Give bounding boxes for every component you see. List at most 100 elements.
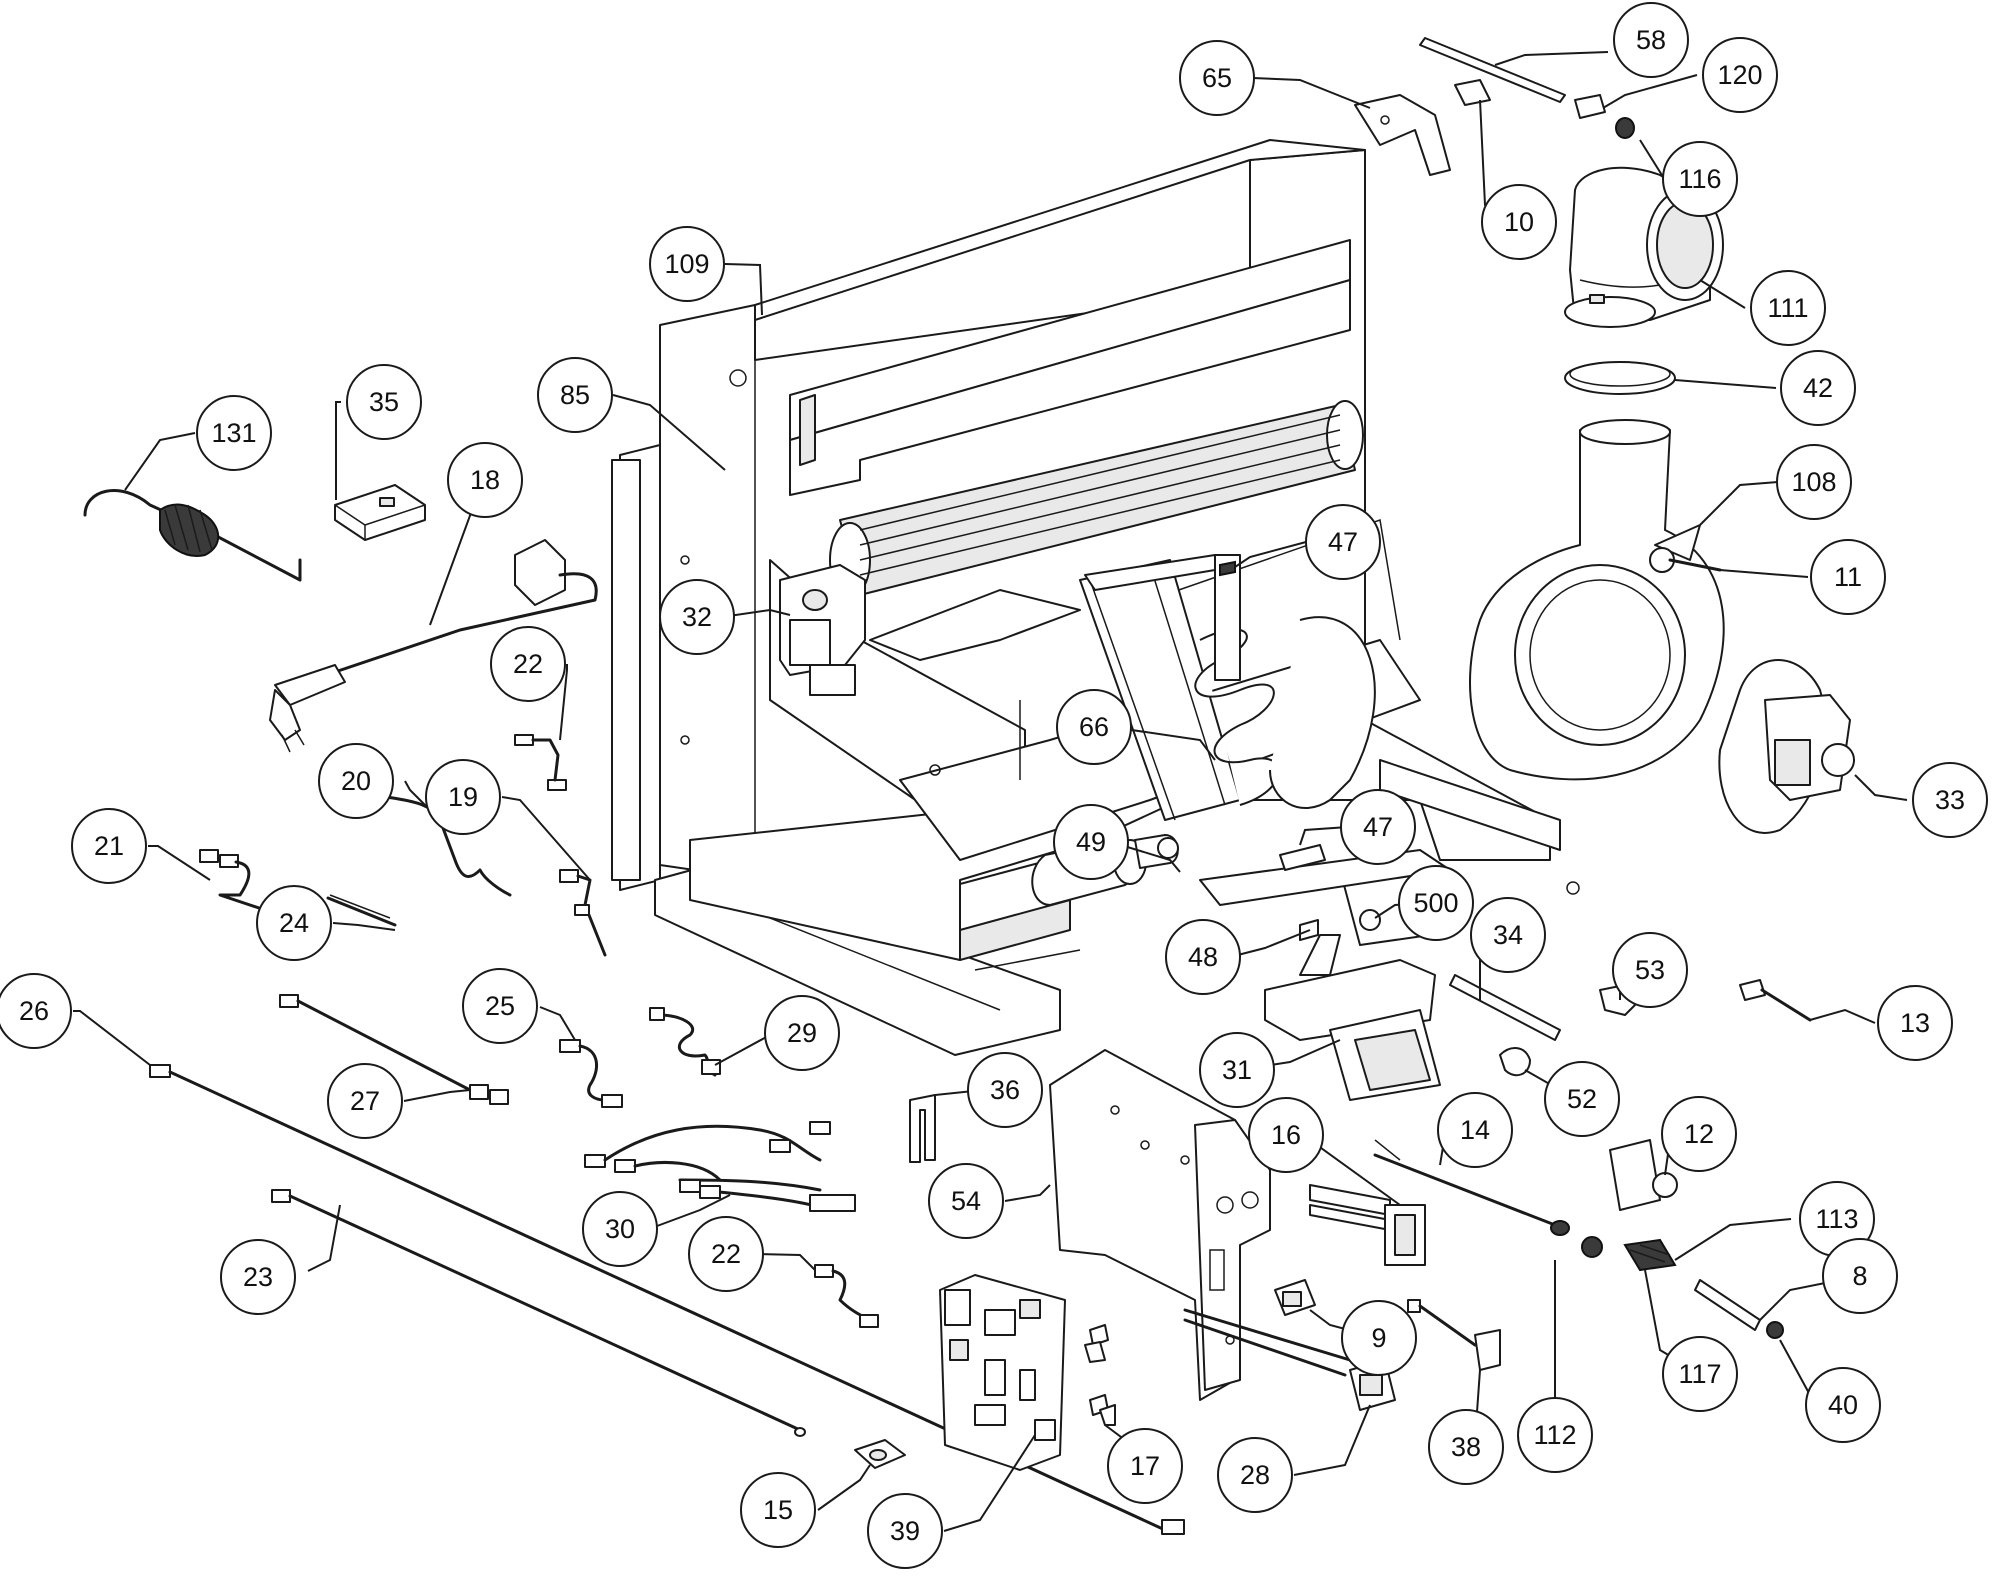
callout-number: 29 (787, 1018, 817, 1048)
callout-31: 31 (1199, 1032, 1275, 1108)
auger-gear-motor (1264, 934, 1441, 1101)
callout-number: 47 (1363, 812, 1393, 842)
callout-circle (1107, 1428, 1183, 1504)
callout-number: 32 (682, 602, 712, 632)
fan-motor (779, 564, 866, 696)
sensor-lead (1407, 1299, 1501, 1371)
callout-number: 116 (1678, 164, 1721, 194)
callout-number: 109 (664, 249, 709, 279)
callout-circle (1179, 40, 1255, 116)
callout-circle (1248, 1097, 1324, 1173)
probe (1373, 1139, 1570, 1236)
auger-screw (1079, 554, 1376, 821)
callout-circle (1056, 689, 1132, 765)
callout-circle (764, 995, 840, 1071)
parts-drawing (83, 37, 1855, 1535)
callout-circle (1612, 932, 1688, 1008)
seal-ring (1564, 361, 1676, 395)
callout-circle (1912, 762, 1988, 838)
callout-number: 65 (1202, 63, 1232, 93)
callout-circle (659, 579, 735, 655)
callout-9: 9 (1341, 1300, 1417, 1376)
callout-30: 30 (582, 1191, 658, 1267)
callout-number: 33 (1935, 785, 1965, 815)
callout-32: 32 (659, 579, 735, 655)
callout-number: 28 (1240, 1460, 1270, 1490)
callout-number: 39 (890, 1516, 920, 1546)
callout-circle (1810, 539, 1886, 615)
callout-circle (1662, 1336, 1738, 1412)
callout-85: 85 (537, 357, 613, 433)
callout-number: 52 (1567, 1084, 1597, 1114)
callout-22: 22 (688, 1216, 764, 1292)
callout-circle (1053, 804, 1129, 880)
callout-number: 22 (513, 649, 543, 679)
callout-number: 11 (1834, 562, 1862, 592)
callout-number: 66 (1079, 712, 1109, 742)
callout-circle (1750, 270, 1826, 346)
rocker-switch (1274, 1279, 1316, 1316)
callout-number: 113 (1815, 1204, 1858, 1234)
top-rod (1419, 37, 1635, 139)
callout-number: 12 (1684, 1119, 1714, 1149)
callout-number: 85 (560, 380, 590, 410)
callout-117: 117 (1662, 1336, 1738, 1412)
shaft-and-bushings (1449, 974, 1636, 1077)
callout-22: 22 (490, 626, 566, 702)
mounting-plate (1049, 1049, 1271, 1401)
callout-39: 39 (867, 1493, 943, 1569)
callout-number: 36 (990, 1075, 1020, 1105)
callout-111: 111 (1750, 270, 1826, 346)
callout-38: 38 (1428, 1409, 1504, 1485)
callout-47: 47 (1340, 789, 1416, 865)
callout-circle (1780, 350, 1856, 426)
callout-circle (1776, 444, 1852, 520)
callout-42: 42 (1780, 350, 1856, 426)
callout-number: 42 (1803, 373, 1833, 403)
igniter-assembly (1581, 1236, 1784, 1339)
callout-15: 15 (740, 1472, 816, 1548)
callout-number: 25 (485, 991, 515, 1021)
callout-circle (346, 364, 422, 440)
callout-circle (1481, 184, 1557, 260)
callout-circle (740, 1472, 816, 1548)
callout-number: 24 (279, 908, 309, 938)
callout-number: 15 (763, 1495, 793, 1525)
callout-circle (1341, 1300, 1417, 1376)
callout-number: 34 (1493, 920, 1523, 950)
callout-66: 66 (1056, 689, 1132, 765)
callout-circle (1305, 504, 1381, 580)
callout-49: 49 (1053, 804, 1129, 880)
callout-26: 26 (0, 973, 72, 1049)
callout-circle (649, 226, 725, 302)
callout-circle (1877, 985, 1953, 1061)
callout-number: 27 (350, 1086, 380, 1116)
callout-14: 14 (1437, 1092, 1513, 1168)
callout-34: 34 (1470, 897, 1546, 973)
callout-circle (1217, 1437, 1293, 1513)
callout-number: 30 (605, 1214, 635, 1244)
callout-27: 27 (327, 1063, 403, 1139)
callout-circle (1199, 1032, 1275, 1108)
callout-29: 29 (764, 995, 840, 1071)
callout-number: 18 (470, 465, 500, 495)
callout-number: 108 (1791, 467, 1836, 497)
callout-number: 20 (341, 766, 371, 796)
u-clip (909, 1094, 936, 1163)
callout-108: 108 (1776, 444, 1852, 520)
callout-53: 53 (1612, 932, 1688, 1008)
callout-500: 500 (1398, 865, 1474, 941)
callout-35: 35 (346, 364, 422, 440)
callout-number: 53 (1635, 955, 1665, 985)
callout-11: 11 (1810, 539, 1886, 615)
callout-circle (867, 1493, 943, 1569)
callout-47: 47 (1305, 504, 1381, 580)
callout-48: 48 (1165, 919, 1241, 995)
callout-circle (1662, 141, 1738, 217)
callout-circle (196, 395, 272, 471)
callout-120: 120 (1702, 37, 1778, 113)
callout-number: 17 (1130, 1451, 1160, 1481)
callout-circle (318, 743, 394, 819)
callout-circle (1437, 1092, 1513, 1168)
extractor-housing (1469, 419, 1725, 781)
